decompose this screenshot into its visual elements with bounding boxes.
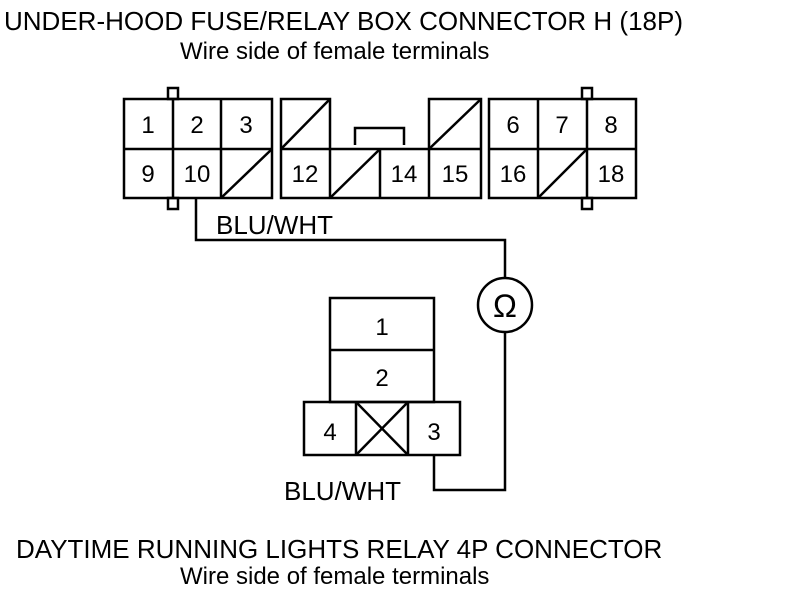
top-connector-title: UNDER-HOOD FUSE/RELAY BOX CONNECTOR H (1…	[4, 6, 683, 36]
bottom-wire-label: BLU/WHT	[284, 476, 401, 506]
terminal-7: 7	[555, 112, 568, 139]
terminal-10: 10	[184, 161, 211, 188]
top-wire-label: BLU/WHT	[216, 210, 333, 240]
terminal-6: 6	[506, 112, 519, 139]
terminal-3: 3	[239, 112, 252, 139]
terminal-8: 8	[604, 112, 617, 139]
terminal-14: 14	[391, 161, 418, 188]
ohmmeter-icon	[476, 276, 534, 334]
bottom-connector-subtitle: Wire side of female terminals	[180, 563, 490, 590]
bottom-connector-body	[302, 296, 462, 457]
bottom-connector-title: DAYTIME RUNNING LIGHTS RELAY 4P CONNECTO…	[16, 534, 663, 564]
relay-terminal-4: 4	[323, 419, 336, 446]
terminal-2: 2	[190, 112, 203, 139]
terminal-15: 15	[442, 161, 469, 188]
relay-terminal-1: 1	[375, 314, 388, 341]
relay-terminal-2: 2	[375, 365, 388, 392]
terminal-18: 18	[598, 161, 625, 188]
blu-wht-wire-return	[432, 333, 507, 492]
terminal-12: 12	[292, 161, 319, 188]
terminal-16: 16	[500, 161, 527, 188]
relay-terminal-3: 3	[427, 419, 440, 446]
terminal-9: 9	[141, 161, 154, 188]
terminal-1: 1	[141, 112, 154, 139]
ohm-symbol: Ω	[493, 288, 517, 324]
blu-wht-wire	[194, 198, 507, 278]
top-connector-body	[122, 86, 638, 211]
top-connector-subtitle: Wire side of female terminals	[180, 38, 490, 65]
